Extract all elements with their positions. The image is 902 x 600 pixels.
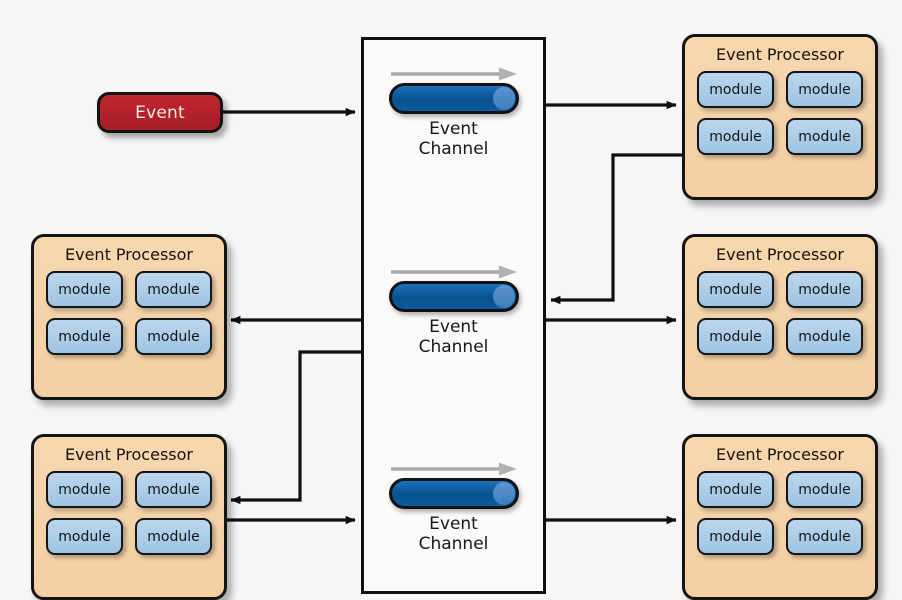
event-processor-middle-right[interactable]: Event Processor module module module mod…	[682, 234, 878, 400]
module-box[interactable]: module	[46, 471, 123, 508]
processor-title: Event Processor	[65, 245, 193, 264]
channel-pill-1	[388, 83, 519, 114]
channel-pill-cap-icon	[492, 482, 515, 505]
event-processor-middle-left[interactable]: Event Processor module module module mod…	[31, 234, 227, 400]
module-grid: module module module module	[46, 271, 212, 355]
channel-label-line2: Channel	[418, 534, 489, 555]
flow-arrow-icon	[389, 263, 519, 281]
module-box[interactable]: module	[786, 118, 863, 155]
module-grid: module module module module	[697, 271, 863, 355]
module-box[interactable]: module	[135, 518, 212, 555]
module-box[interactable]: module	[697, 518, 774, 555]
module-box[interactable]: module	[46, 271, 123, 308]
module-box[interactable]: module	[786, 471, 863, 508]
channel-label-line1: Event	[429, 119, 478, 139]
module-grid: module module module module	[46, 471, 212, 555]
event-channel-3[interactable]: Event Channel	[364, 460, 543, 554]
module-box[interactable]: module	[786, 318, 863, 355]
module-box[interactable]: module	[697, 271, 774, 308]
flow-arrow-icon	[389, 460, 519, 478]
processor-title: Event Processor	[716, 245, 844, 264]
module-box[interactable]: module	[697, 471, 774, 508]
event-channel-3-label: Event Channel	[364, 514, 543, 554]
channel-label-line2: Channel	[418, 337, 489, 358]
channel-pill-cap-icon	[492, 87, 515, 110]
event-processor-top-right[interactable]: Event Processor module module module mod…	[682, 34, 878, 200]
flow-arrow-icon	[389, 65, 519, 83]
module-box[interactable]: module	[697, 118, 774, 155]
event-channel-2-label: Event Channel	[364, 317, 543, 357]
module-box[interactable]: module	[135, 471, 212, 508]
module-box[interactable]: module	[786, 518, 863, 555]
channel-label-line2: Channel	[418, 139, 489, 160]
event-source-label: Event	[135, 102, 185, 123]
module-box[interactable]: module	[135, 318, 212, 355]
module-box[interactable]: module	[46, 318, 123, 355]
event-processor-bottom-left[interactable]: Event Processor module module module mod…	[31, 434, 227, 600]
module-grid: module module module module	[697, 471, 863, 555]
module-box[interactable]: module	[46, 518, 123, 555]
module-grid: module module module module	[697, 71, 863, 155]
channel-label-line1: Event	[429, 514, 478, 534]
processor-title: Event Processor	[65, 445, 193, 464]
processor-title: Event Processor	[716, 445, 844, 464]
event-processor-bottom-right[interactable]: Event Processor module module module mod…	[682, 434, 878, 600]
module-box[interactable]: module	[697, 71, 774, 108]
event-source-box[interactable]: Event	[97, 92, 223, 133]
channel-pill-3	[388, 478, 519, 509]
processor-title: Event Processor	[716, 45, 844, 64]
channel-label-line1: Event	[429, 317, 478, 337]
event-channel-2[interactable]: Event Channel	[364, 263, 543, 357]
module-box[interactable]: module	[135, 271, 212, 308]
channel-pill-2	[388, 281, 519, 312]
module-box[interactable]: module	[786, 271, 863, 308]
event-channel-1[interactable]: Event Channel	[364, 65, 543, 159]
module-box[interactable]: module	[786, 71, 863, 108]
channel-pill-cap-icon	[492, 285, 515, 308]
event-broker-container: Event Channel Event Channel	[361, 37, 546, 594]
module-box[interactable]: module	[697, 318, 774, 355]
event-channel-1-label: Event Channel	[364, 119, 543, 159]
